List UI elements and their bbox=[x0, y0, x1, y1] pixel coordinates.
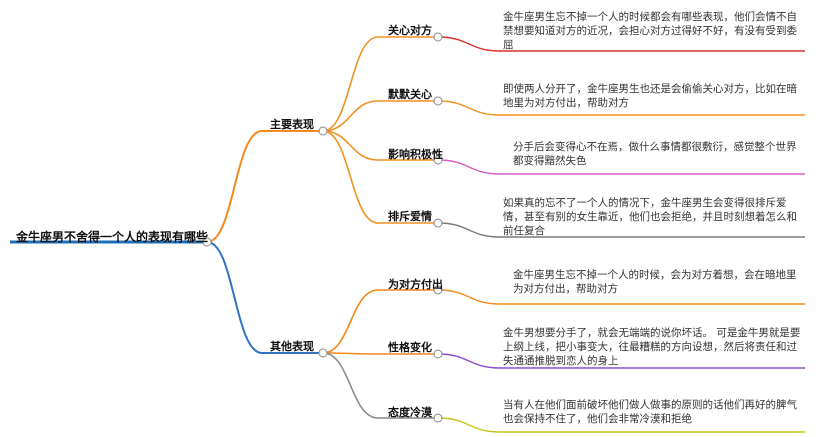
leaf-desc-motivation: 分手后会变得心不在焉，做什么事情都很敷衍，感觉整个世界都变得黯然失色 bbox=[513, 141, 797, 167]
leaf-desc-connector-4 bbox=[437, 289, 805, 305]
edge-branch-leaf-6 bbox=[322, 352, 379, 419]
branch-other-topic[interactable]: 其他表现 bbox=[270, 340, 314, 353]
leaf-collapse-toggle-2[interactable] bbox=[433, 155, 443, 165]
leaf-desc-connector-3 bbox=[437, 222, 805, 238]
leaf-topic-cold[interactable]: 态度冷漠 bbox=[388, 406, 432, 419]
leaf-collapse-toggle-4[interactable] bbox=[433, 285, 443, 295]
leaf-desc-cold: 当有人在他们面前破坏他们做人做事的原则的话他们再好的脾气也会保持不住了，他们会非… bbox=[503, 399, 797, 425]
leaf-collapse-toggle-0[interactable] bbox=[433, 32, 443, 42]
leaf-desc-devotion: 金牛座男生忘不掉一个人的时候，会为对方着想，会在暗地里为对方付出，帮助对方 bbox=[513, 269, 797, 295]
leaf-collapse-toggle-1[interactable] bbox=[433, 96, 443, 106]
root-topic[interactable]: 金牛座男不舍得一个人的表现有哪些 bbox=[16, 230, 209, 244]
edge-branch-leaf-3 bbox=[322, 130, 379, 224]
edge-branch-leaf-5 bbox=[322, 352, 379, 355]
leaf-desc-connector-0 bbox=[437, 36, 805, 52]
leaf-desc-care: 金牛座男生忘不掉一个人的时候都会有哪些表现，他们会情不自禁想要知道对方的近况，会… bbox=[503, 11, 797, 51]
leaf-topic-silent-care[interactable]: 默默关心 bbox=[388, 88, 432, 101]
edge-root-main bbox=[206, 130, 263, 243]
leaf-desc-connector-5 bbox=[437, 353, 805, 369]
leaf-collapse-toggle-6[interactable] bbox=[433, 413, 443, 423]
leaf-topic-reject-love[interactable]: 排斥爱情 bbox=[388, 210, 432, 223]
edge-branch-leaf-4 bbox=[322, 289, 379, 354]
edge-branch-leaf-0 bbox=[322, 36, 379, 132]
leaf-desc-personality: 金牛男想要分手了，就会无端端的说你坏话。 可是金牛男就是要上纲上线，把小事变大，… bbox=[503, 327, 801, 367]
leaf-topic-care[interactable]: 关心对方 bbox=[388, 24, 432, 37]
leaf-desc-silent-care: 即使两人分开了，金牛座男生也还是会偷偷关心对方，比如在暗地里为对方付出，帮助对方 bbox=[503, 83, 797, 109]
mindmap-nodes bbox=[202, 32, 443, 423]
leaf-topic-personality[interactable]: 性格变化 bbox=[388, 341, 432, 354]
edge-root-other bbox=[206, 241, 263, 354]
root-collapse-toggle[interactable] bbox=[202, 237, 212, 247]
leaf-topic-motivation[interactable]: 影响积极性 bbox=[388, 148, 443, 161]
branch-main-topic[interactable]: 主要表现 bbox=[270, 118, 314, 131]
leaf-desc-connector-6 bbox=[437, 417, 805, 433]
leaf-desc-connector-1 bbox=[437, 100, 805, 116]
edge-branch-leaf-1 bbox=[322, 100, 379, 132]
branch-other-collapse-toggle[interactable] bbox=[318, 348, 328, 358]
leaf-collapse-toggle-5[interactable] bbox=[433, 349, 443, 359]
mindmap-edges bbox=[10, 36, 805, 433]
leaf-desc-reject-love: 如果真的忘不了一个人的情况下，金牛座男生会变得很排斥爱情，甚至有别的女生靠近，他… bbox=[503, 197, 797, 237]
branch-main-collapse-toggle[interactable] bbox=[318, 126, 328, 136]
edge-branch-leaf-2 bbox=[322, 130, 379, 161]
leaf-desc-connector-2 bbox=[437, 159, 805, 175]
leaf-collapse-toggle-3[interactable] bbox=[433, 218, 443, 228]
leaf-topic-devotion[interactable]: 为对方付出 bbox=[388, 278, 443, 291]
